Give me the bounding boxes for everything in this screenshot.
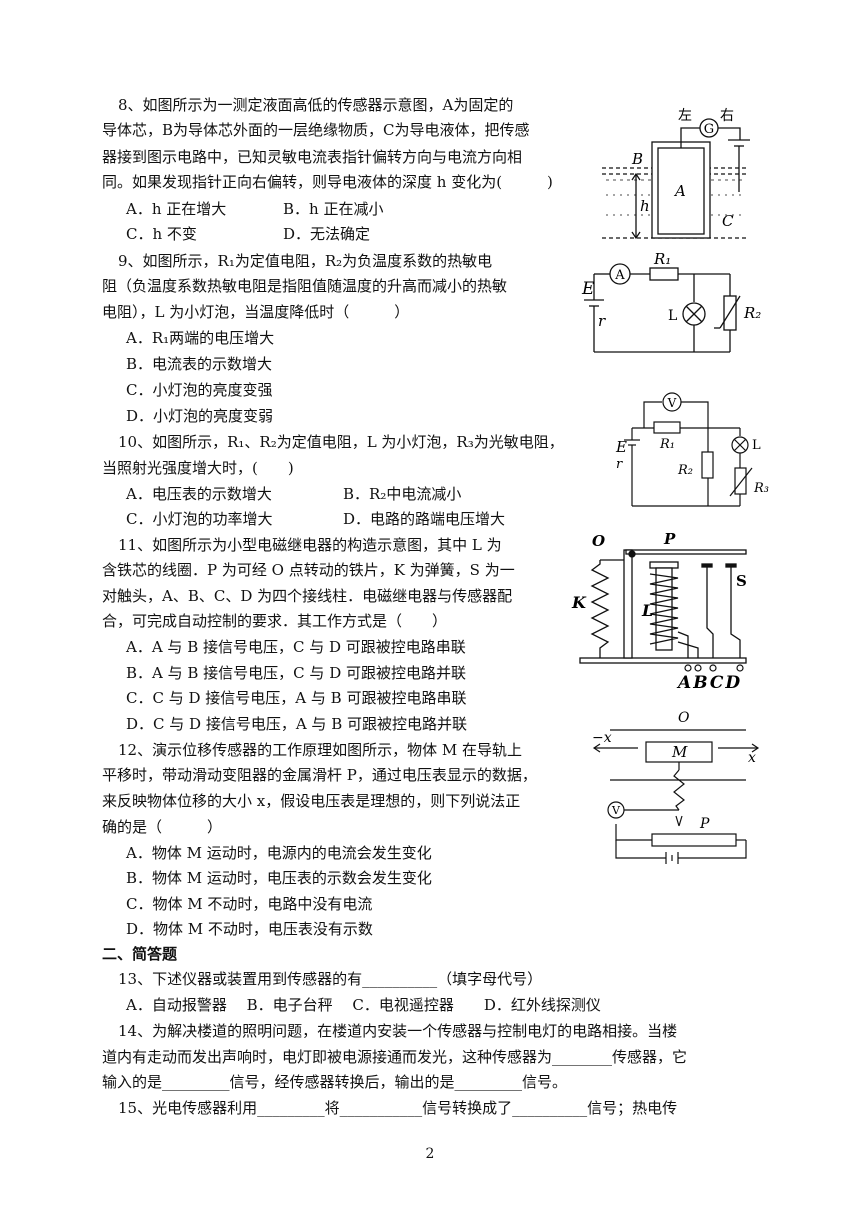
- q10-fig-r-label: r: [616, 457, 623, 472]
- q9-figure: A R₁ E r L R₂: [581, 250, 761, 353]
- q12-fig-minus-x-label: −x: [592, 730, 612, 746]
- q9-option-a: A．R₁两端的电压增大: [126, 329, 275, 347]
- q11-option-c: C．C 与 D 接信号电压，A 与 B 可跟被控电路串联: [126, 689, 467, 707]
- q12-line-3: 来反映物体位移的大小 x，假设电压表是理想的，则下列说法正: [102, 792, 521, 810]
- q12-fig-p-label: P: [699, 816, 710, 832]
- q12-figure: O −x x M V P: [592, 710, 760, 864]
- q12-option-a: A．物体 M 运动时，电源内的电流会发生变化: [126, 844, 432, 862]
- q8-fig-h-label: h: [640, 197, 650, 215]
- q11-fig-s-label: S: [736, 572, 747, 590]
- q11-fig-k-label: K: [571, 593, 587, 612]
- q8-option-a: A．h 正在增大: [126, 200, 227, 218]
- q13-options: A．自动报警器 B．电子台秤 C．电视遥控器 D．红外线探测仪: [126, 996, 601, 1014]
- q11-line-3: 对触头，A、B、C、D 为四个接线柱．电磁继电器与传感器配: [102, 587, 513, 605]
- q8-fig-c-label: C: [722, 212, 734, 230]
- q11-line-2: 含铁芯的线圈．P 为可经 O 点转动的铁片，K 为弹簧，S 为一: [102, 561, 515, 579]
- q10-option-d: D．电路的路端电压增大: [343, 510, 506, 528]
- q12-option-c: C．物体 M 不动时，电路中没有电流: [126, 895, 373, 913]
- q8-line-1: 8、如图所示为一测定液面高低的传感器示意图，A为固定的: [118, 96, 514, 114]
- q8-fig-right-label: 右: [720, 108, 734, 124]
- q9-line-2: 阻（负温度系数热敏电阻是指阻值随温度的升高而减小的热敏: [102, 277, 508, 295]
- q11-fig-l-label: L: [641, 601, 653, 620]
- q9-option-d: D．小灯泡的亮度变弱: [126, 407, 274, 425]
- q15-line: 15、光电传感器利用_________将___________信号转换成了___…: [118, 1099, 678, 1117]
- q11-option-d: D．C 与 D 接信号电压，A 与 B 可跟被控电路并联: [126, 715, 467, 733]
- q8-fig-left-label: 左: [678, 108, 692, 124]
- q8-figure: G 左 右 B A C h: [602, 108, 750, 240]
- q10-figure: V E r R₁ L R₂ R₃: [615, 392, 769, 507]
- q9-fig-e-label: E: [581, 279, 595, 299]
- q9-fig-r2-label: R₂: [743, 304, 761, 322]
- q8-option-c: C．h 不变: [126, 225, 197, 243]
- q12-fig-v-label: V: [611, 804, 621, 817]
- q12-fig-x-label: x: [748, 750, 756, 766]
- q10-fig-e-label: E: [615, 438, 627, 456]
- q10-fig-v-label: V: [667, 396, 677, 410]
- q9-line-3: 电阻），L 为小灯泡，当温度降低时（ ）: [102, 303, 410, 321]
- q9-fig-l-label: L: [668, 308, 677, 324]
- q9-option-b: B．电流表的示数增大: [126, 355, 273, 373]
- q8-option-b: B．h 正在减小: [283, 200, 384, 218]
- q9-fig-r1-label: R₁: [653, 250, 671, 268]
- q11-figure: O P S K L ABCD: [571, 530, 747, 693]
- q10-option-b: B．R₂中电流减小: [343, 485, 462, 503]
- q11-line-4: 合，可完成自动控制的要求．其工作方式是（ ）: [102, 612, 448, 630]
- q12-option-d: D．物体 M 不动时，电压表没有示数: [126, 920, 373, 938]
- q11-fig-p-label: P: [663, 530, 676, 548]
- q12-fig-o-label: O: [678, 710, 690, 726]
- q11-fig-terminals-label: ABCD: [676, 673, 742, 693]
- q8-line-2: 导体芯，B为导体芯外面的一层绝缘物质，C为导电液体，把传感: [102, 121, 530, 139]
- q10-fig-r3-label: R₃: [753, 481, 769, 496]
- q12-option-b: B．物体 M 运动时，电压表的示数会发生变化: [126, 869, 432, 887]
- page-number: 2: [425, 1146, 435, 1162]
- q11-line-1: 11、如图所示为小型电磁继电器的构造示意图，其中 L 为: [118, 536, 502, 554]
- q10-option-c: C．小灯泡的功率增大: [126, 510, 273, 528]
- q10-fig-r2-label: R₂: [677, 463, 693, 478]
- q10-option-a: A．电压表的示数增大: [126, 485, 272, 503]
- q8-line-3: 器接到图示电路中，已知灵敏电流表指针偏转方向与电流方向相: [102, 148, 523, 166]
- q11-fig-o-label: O: [592, 532, 605, 550]
- q11-option-a: A．A 与 B 接信号电压，C 与 D 可跟被控电路串联: [126, 638, 466, 656]
- q10-line-1: 10、如图所示，R₁、R₂为定值电阻，L 为小灯泡，R₃为光敏电阻，: [118, 433, 564, 451]
- q9-line-1: 9、如图所示，R₁为定值电阻，R₂为负温度系数的热敏电: [118, 252, 493, 270]
- q14-line-3: 输入的是_________信号，经传感器转换后，输出的是_________信号。: [102, 1073, 568, 1091]
- q12-fig-m-label: M: [671, 743, 688, 761]
- q9-option-c: C．小灯泡的亮度变强: [126, 381, 273, 399]
- q8-fig-b-label: B: [631, 150, 643, 168]
- q10-line-2: 当照射光强度增大时，( ): [102, 459, 294, 477]
- q14-line-1: 14、为解决楼道的照明问题，在楼道内安装一个传感器与控制电灯的电路相接。当楼: [118, 1022, 678, 1040]
- q8-line-4: 同。如果发现指针正向右偏转，则导电液体的深度 h 变化为( ): [102, 173, 553, 191]
- q12-line-1: 12、演示位移传感器的工作原理如图所示，物体 M 在导轨上: [118, 741, 522, 759]
- q11-option-b: B．A 与 B 接信号电压，C 与 D 可跟被控电路并联: [126, 664, 466, 682]
- q14-line-2: 道内有走动而发出声响时，电灯即被电源接通而发光，这种传感器为________传感…: [102, 1048, 688, 1066]
- q8-fig-g-label: G: [704, 122, 714, 137]
- q10-fig-r1-label: R₁: [659, 437, 675, 452]
- q9-fig-ammeter-label: A: [614, 268, 625, 283]
- q13-line: 13、下述仪器或装置用到传感器的有__________（填字母代号）: [118, 970, 543, 988]
- q8-option-d: D．无法确定: [283, 225, 371, 243]
- q10-fig-l-label: L: [752, 438, 761, 453]
- section-heading: 二、简答题: [102, 945, 178, 963]
- q12-line-2: 平移时，带动滑动变阻器的金属滑杆 P，通过电压表显示的数据，: [102, 766, 537, 784]
- q8-fig-a-label: A: [673, 182, 686, 200]
- q12-line-4: 确的是（ ）: [102, 818, 223, 836]
- q9-fig-r-label: r: [598, 312, 606, 330]
